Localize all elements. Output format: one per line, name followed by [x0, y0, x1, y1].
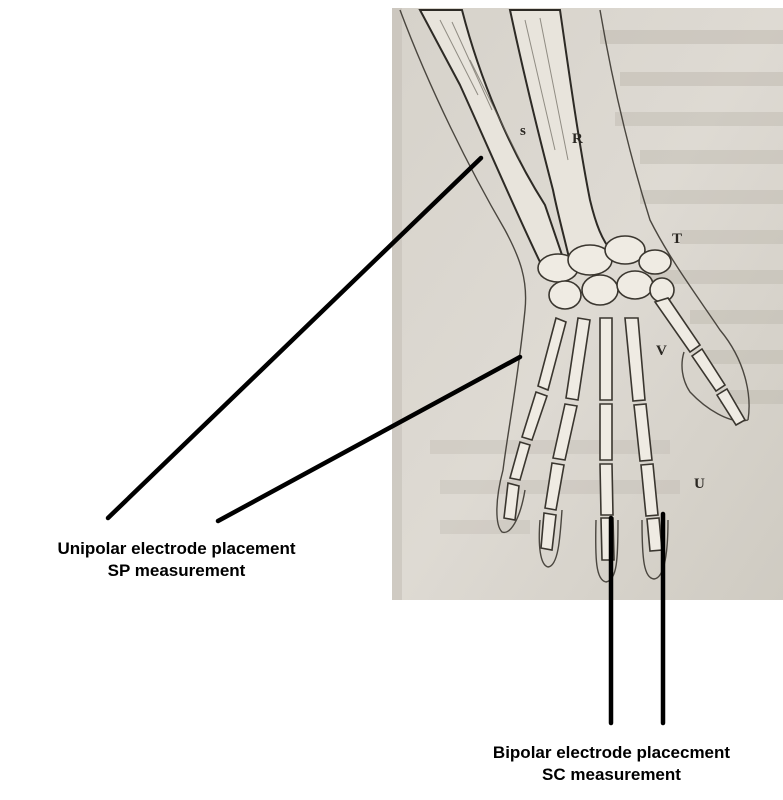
bone-label-r: R — [572, 131, 583, 147]
bone-label-s: s — [520, 123, 526, 139]
book-page-scan — [392, 8, 783, 600]
bone-label-u: U — [694, 476, 705, 492]
unipolar-caption-line2: SP measurement — [0, 560, 353, 582]
bipolar-caption-line1: Bipolar electrode placecment — [440, 742, 783, 764]
unipolar-caption: Unipolar electrode placement SP measurem… — [0, 538, 353, 582]
bone-label-t: T — [672, 231, 682, 247]
bipolar-caption: Bipolar electrode placecment SC measurem… — [440, 742, 783, 786]
unipolar-caption-line1: Unipolar electrode placement — [0, 538, 353, 560]
bipolar-caption-line2: SC measurement — [440, 764, 783, 786]
bone-label-v: V — [656, 343, 667, 359]
